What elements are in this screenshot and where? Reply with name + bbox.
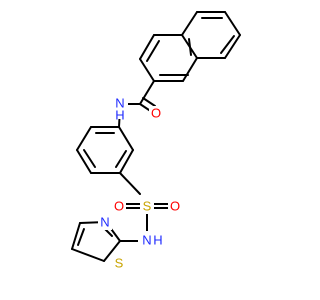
thiazole-s-label: S bbox=[115, 256, 124, 271]
sulfonamide-h-label: H bbox=[153, 233, 162, 248]
benzene-bond bbox=[119, 149, 134, 174]
amide-n-label: N bbox=[115, 96, 124, 111]
naphthalene-double-bond bbox=[220, 35, 235, 54]
thiazole-bond bbox=[71, 248, 105, 262]
sulfonamide-n-label: N bbox=[142, 233, 151, 248]
benzene-double-bond bbox=[83, 149, 96, 168]
naphthalene-bond bbox=[224, 11, 241, 36]
benzene-double-bond bbox=[115, 150, 127, 168]
amide-nh-bg bbox=[112, 95, 128, 119]
carbonyl-bond bbox=[139, 80, 155, 105]
sulfonamide-nh-bg bbox=[138, 231, 164, 249]
thiazole-n-label: N bbox=[100, 215, 109, 230]
naphthalene-bond bbox=[182, 57, 198, 82]
sulfonyl-o-right-bg bbox=[168, 198, 182, 214]
benzene-bond bbox=[118, 126, 134, 151]
benzene-bond bbox=[76, 149, 92, 174]
naphthalene-bond bbox=[224, 34, 241, 59]
naphthalene-double-bond bbox=[188, 38, 192, 56]
sulfonyl-o-left-bg bbox=[112, 198, 126, 214]
thiazole-double-bond bbox=[77, 228, 85, 246]
sulfonyl-s-label: S bbox=[143, 199, 152, 214]
naphthalene-double-bond bbox=[146, 40, 160, 62]
thiazole-s-bg bbox=[112, 255, 126, 271]
carbonyl-double-bond bbox=[142, 97, 156, 107]
aryl-s-bond bbox=[119, 172, 141, 195]
sulfonamide-group bbox=[119, 172, 169, 242]
sulfonyl-s-bg bbox=[140, 198, 154, 214]
chemical-structure-diagram: O N H S O O N H N S bbox=[71, 11, 241, 271]
thiazole-bond bbox=[103, 240, 121, 262]
naphthalene-bond bbox=[139, 34, 155, 60]
thiazole-bond bbox=[71, 222, 81, 250]
amide-h-label: H bbox=[115, 108, 124, 123]
amide-o-label: O bbox=[151, 106, 161, 121]
benzene-bond bbox=[76, 126, 92, 151]
sulfonyl-o-right-label: O bbox=[170, 199, 180, 214]
molecule-canvas: O N H S O O N H N S bbox=[71, 11, 241, 271]
amide-o-bg bbox=[149, 106, 163, 120]
naphthalene-ring bbox=[139, 11, 241, 82]
naphthalene-bond bbox=[181, 11, 198, 36]
naphthalene-bond bbox=[139, 58, 155, 82]
thiazole-n-bg bbox=[98, 214, 112, 230]
benzene-ring bbox=[76, 126, 134, 174]
atom-labels: O N H S O O N H N S bbox=[98, 95, 182, 271]
sulfonyl-o-left-label: O bbox=[114, 199, 124, 214]
